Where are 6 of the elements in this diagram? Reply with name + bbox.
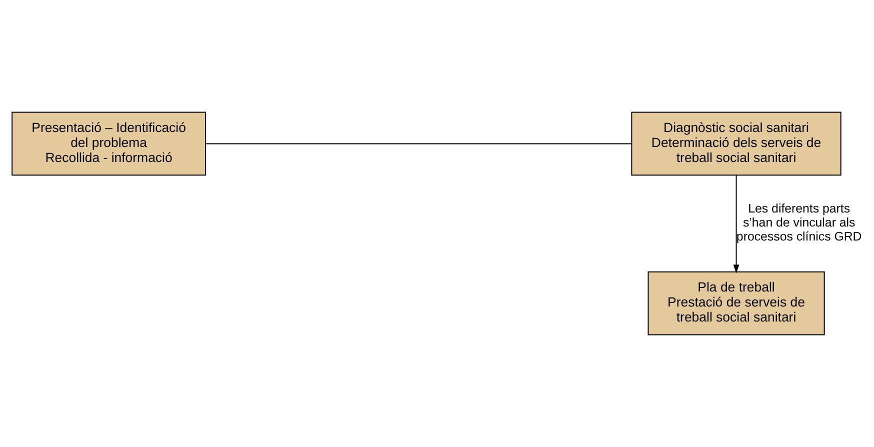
node-box: Pla de treball Prestació de serveis de treball social sanitari xyxy=(648,271,825,336)
node-box: Diagnòstic social sanitari Determinació dels serveis de treball social sanitari xyxy=(631,112,842,176)
arrow xyxy=(733,174,740,274)
node-box: Presentació – Identificació del problema Recollida - informació xyxy=(12,112,206,176)
connector xyxy=(205,143,632,144)
edge-label: Les diferents parts s’han de vincular als processos clínics GRD xyxy=(736,201,862,244)
